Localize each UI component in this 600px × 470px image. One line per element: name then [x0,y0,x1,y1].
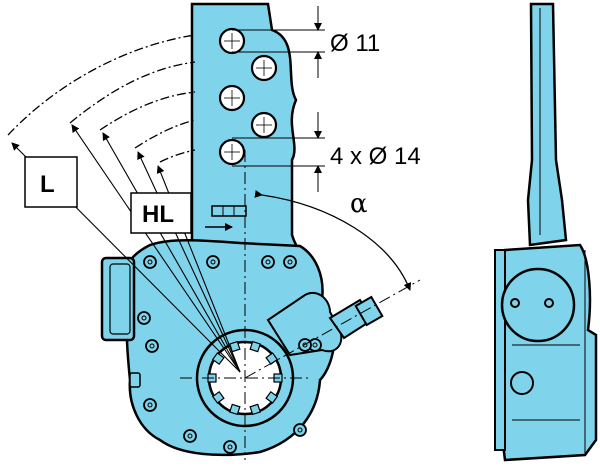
bolt [143,398,157,412]
spline-tooth [211,352,225,366]
radius-lines [11,124,241,373]
bolt [206,255,220,269]
bolt [143,255,157,269]
bolt [145,339,159,353]
dimension-arcs [7,34,196,163]
hole-dimensions [232,6,325,192]
label-hole-large: 4 x Ø 14 [330,143,421,170]
side-view [494,2,598,462]
bolt [223,440,237,454]
label-hole-small: Ø 11 [330,30,380,57]
spline-tooth [249,403,261,416]
label-length: L [40,171,55,198]
side-boss [100,256,136,342]
grease-nipple [129,372,141,388]
spline-tooth [249,340,261,353]
spline-tooth [229,403,241,416]
bolt [283,255,297,269]
hole-length-label-box: HL [130,192,192,234]
side-nipple [510,371,534,395]
bolt [293,423,307,437]
mounting-holes [218,27,278,166]
spline-tooth [211,390,225,404]
spline-tooth [229,340,241,353]
length-label-box: L [24,156,78,208]
bolt [183,429,197,443]
angle-arc [254,190,412,291]
bolt [137,311,151,325]
bolt [261,255,275,269]
side-arm [526,2,568,247]
spline-tooth [265,390,279,404]
bolt [298,338,312,352]
label-angle: α [350,189,368,219]
arm-window [211,205,247,217]
label-hole-length: HL [142,201,174,228]
side-boss-circle [500,267,576,343]
